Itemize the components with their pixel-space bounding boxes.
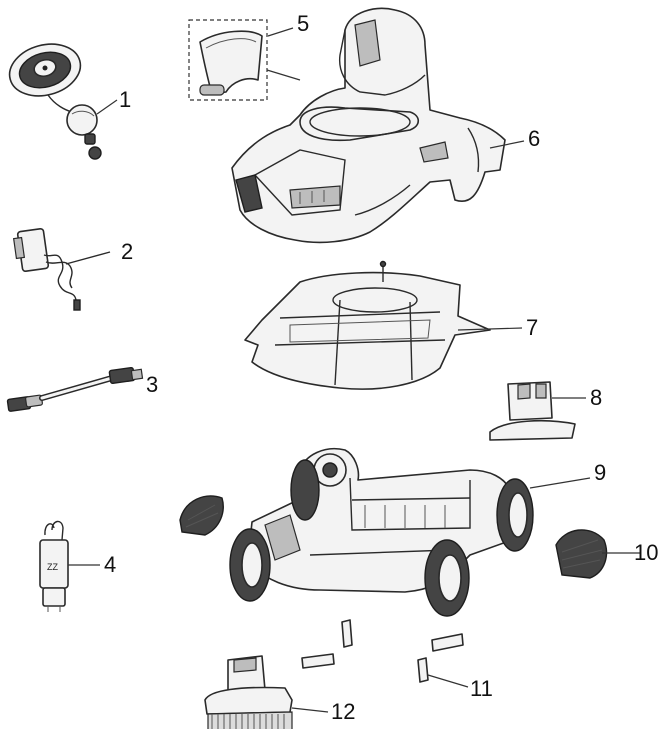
clip-icon — [301, 619, 464, 683]
cable-icon — [6, 366, 144, 412]
svg-text:ZZ: ZZ — [47, 562, 58, 572]
small-brush-icon — [489, 381, 576, 441]
label-7: 7 — [526, 315, 538, 340]
label-11: 11 — [470, 676, 493, 701]
label-12: 12 — [331, 699, 355, 724]
label-10: 10 — [634, 540, 658, 565]
top-cover-icon — [231, 7, 506, 244]
label-8: 8 — [590, 385, 602, 410]
filter-basket-icon — [244, 260, 491, 390]
label-5: 5 — [297, 11, 309, 36]
hook-tool-icon: ZZ — [39, 520, 69, 612]
chassis-icon — [229, 448, 534, 617]
label-6: 6 — [528, 126, 540, 151]
label-3: 3 — [146, 372, 158, 397]
label-1: 1 — [119, 87, 131, 112]
label-2: 2 — [121, 239, 133, 264]
remote-control-icon — [8, 43, 102, 160]
power-adapter-icon — [12, 227, 111, 311]
side-cap-left-icon — [179, 495, 224, 536]
label-4: 4 — [104, 552, 116, 577]
roller-brush-icon — [204, 655, 293, 729]
label-9: 9 — [594, 460, 606, 485]
filter-flap-icon — [188, 19, 268, 101]
side-cap-right-icon — [555, 529, 608, 579]
